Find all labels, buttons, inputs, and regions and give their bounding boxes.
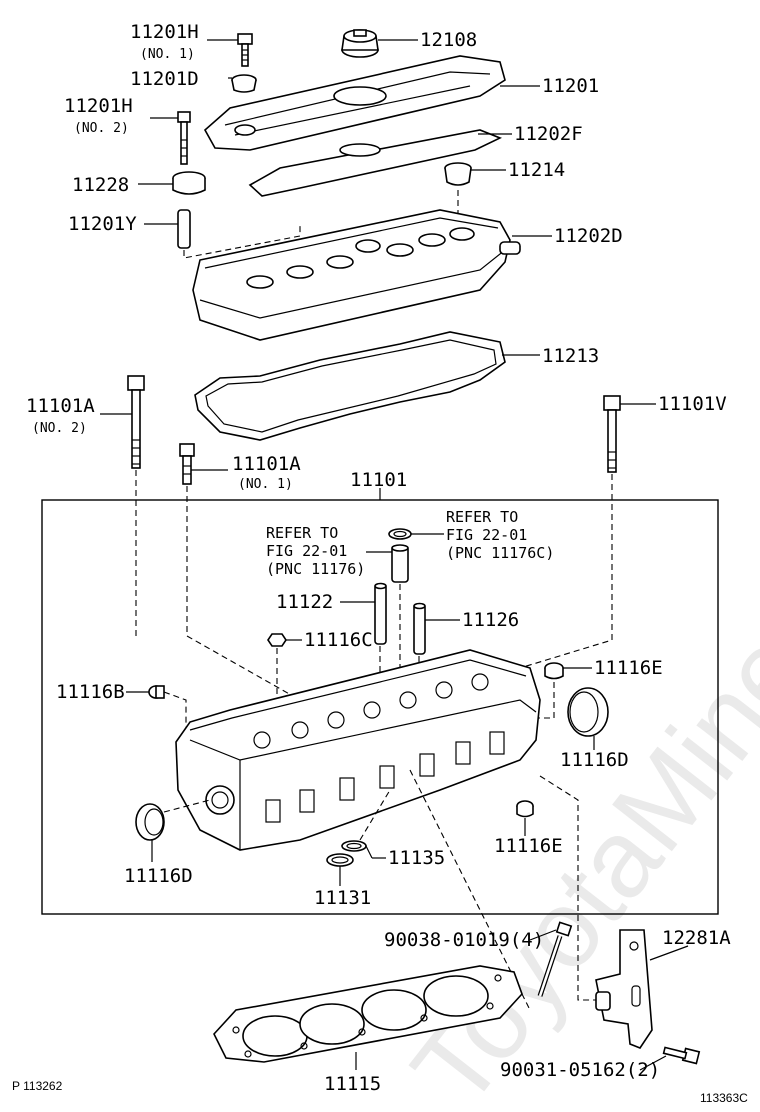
guide-11126[interactable] bbox=[413, 602, 426, 655]
gasket-11202f[interactable] bbox=[248, 129, 502, 197]
ref-note-11176c-line3: (PNC 11176C) bbox=[446, 544, 554, 562]
ring-11131[interactable] bbox=[326, 853, 354, 867]
label-11116c: 11116C bbox=[304, 629, 373, 651]
label-11201d: 11201D bbox=[130, 68, 199, 90]
plug-11116d-right[interactable] bbox=[567, 687, 609, 737]
sleeve-11201y[interactable] bbox=[177, 209, 191, 249]
label-11131: 11131 bbox=[314, 887, 371, 909]
head-gasket-11115[interactable] bbox=[213, 965, 523, 1063]
bolt-11201h-no2[interactable] bbox=[177, 111, 191, 165]
label-90031: 90031-05162(2) bbox=[500, 1059, 660, 1081]
label-11116d-left: 11116D bbox=[124, 865, 193, 887]
bolt-11101v[interactable] bbox=[603, 395, 621, 473]
plug-11116b[interactable] bbox=[148, 685, 165, 699]
bolt-11101a-no2[interactable] bbox=[127, 375, 145, 469]
label-11214: 11214 bbox=[508, 159, 565, 181]
label-11122: 11122 bbox=[276, 591, 333, 613]
label-11201h-no1: 11201H bbox=[130, 21, 199, 43]
bolt-11201h-no1[interactable] bbox=[237, 33, 253, 67]
cylinder-head-11101[interactable] bbox=[175, 649, 541, 851]
footer-right-code: 113363C bbox=[700, 1091, 748, 1105]
plug-11116e-bottom[interactable] bbox=[516, 800, 534, 818]
seal-ring-11176c[interactable] bbox=[388, 528, 412, 540]
label-11201h-no1-sub: (NO. 1) bbox=[140, 47, 195, 62]
ref-note-11176-line1: REFER TO bbox=[266, 524, 338, 542]
ref-note-11176-line3: (PNC 11176) bbox=[266, 560, 365, 578]
label-11202f: 11202F bbox=[514, 123, 583, 145]
cover-11201[interactable] bbox=[203, 55, 506, 151]
label-11116d-right: 11116D bbox=[560, 749, 629, 771]
grommet-11214[interactable] bbox=[444, 162, 472, 186]
label-11101a-no2-sub: (NO. 2) bbox=[32, 421, 87, 436]
label-11201y: 11201Y bbox=[68, 213, 137, 235]
ref-note-11176c-line2: FIG 22-01 bbox=[446, 526, 527, 544]
ring-11135[interactable] bbox=[341, 840, 367, 852]
plug-11116e-top[interactable] bbox=[544, 662, 564, 680]
label-90038: 90038-01019(4) bbox=[384, 929, 544, 951]
bolt-90038[interactable] bbox=[537, 921, 573, 997]
label-12108: 12108 bbox=[420, 29, 477, 51]
label-11126: 11126 bbox=[462, 609, 519, 631]
bolt-11101a-no1[interactable] bbox=[179, 443, 195, 485]
label-11101a-no1: 11101A bbox=[232, 453, 301, 475]
guide-11122[interactable] bbox=[374, 582, 387, 645]
label-11201h-no2: 11201H bbox=[64, 95, 133, 117]
label-11201h-no2-sub: (NO. 2) bbox=[74, 121, 129, 136]
label-12281a: 12281A bbox=[662, 927, 731, 949]
label-11116b: 11116B bbox=[56, 681, 125, 703]
grommet-11228[interactable] bbox=[172, 171, 206, 195]
ref-note-11176-line2: FIG 22-01 bbox=[266, 542, 347, 560]
label-11115: 11115 bbox=[324, 1073, 381, 1095]
bracket-12281a[interactable] bbox=[595, 929, 653, 1049]
label-11116e-top: 11116E bbox=[594, 657, 663, 679]
label-11101v: 11101V bbox=[658, 393, 727, 415]
label-11135: 11135 bbox=[388, 847, 445, 869]
ref-note-11176c-line1: REFER TO bbox=[446, 508, 518, 526]
gasket-11213[interactable] bbox=[194, 331, 506, 441]
label-11101a-no2: 11101A bbox=[26, 395, 95, 417]
label-11101a-no1-sub: (NO. 1) bbox=[238, 477, 293, 492]
label-11202d: 11202D bbox=[554, 225, 623, 247]
label-11213: 11213 bbox=[542, 345, 599, 367]
label-11101: 11101 bbox=[350, 469, 407, 491]
label-11116e-bottom: 11116E bbox=[494, 835, 563, 857]
label-11228: 11228 bbox=[72, 174, 129, 196]
footer-left-code: P 113262 bbox=[12, 1079, 63, 1093]
valve-11176[interactable] bbox=[391, 544, 409, 583]
bolt-90031[interactable] bbox=[662, 1046, 701, 1065]
plug-11116c[interactable] bbox=[267, 633, 287, 647]
grommet-11201d[interactable] bbox=[231, 74, 257, 93]
cover-11202d[interactable] bbox=[192, 209, 521, 341]
cap-12108[interactable] bbox=[341, 29, 379, 58]
label-11201: 11201 bbox=[542, 75, 599, 97]
plug-11116d-left[interactable] bbox=[135, 803, 165, 841]
